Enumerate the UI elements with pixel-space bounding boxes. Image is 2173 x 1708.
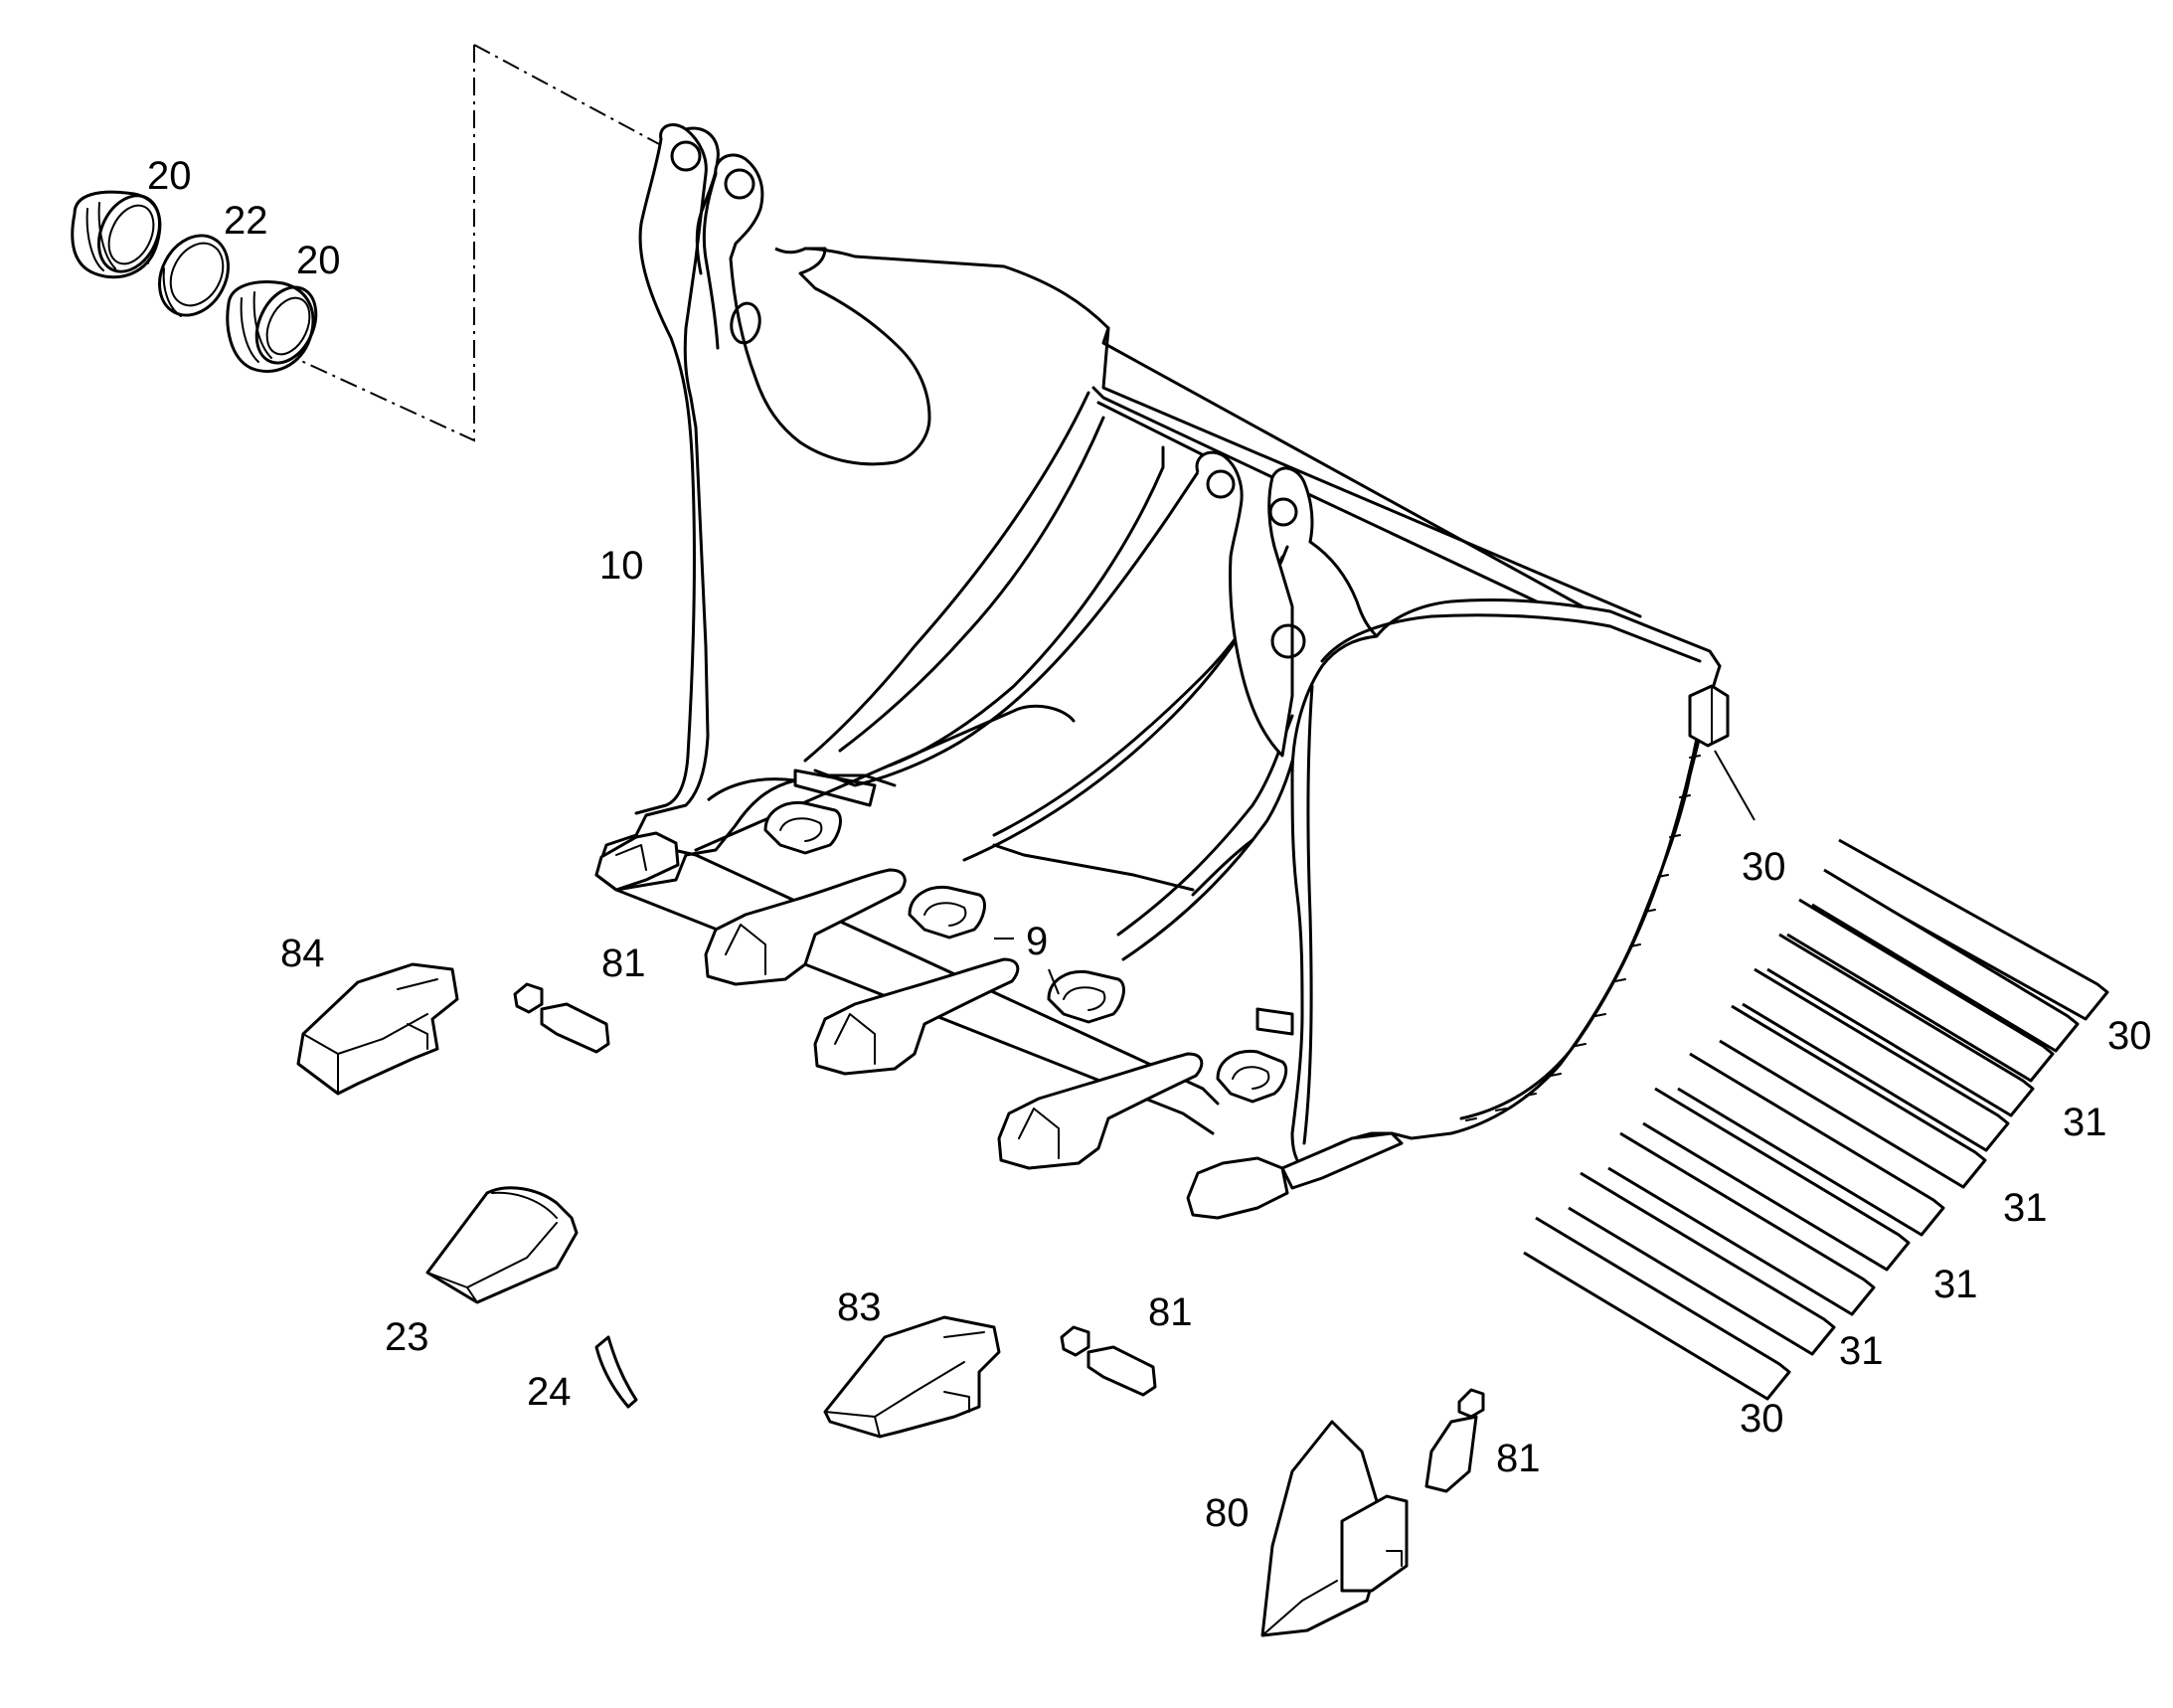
wear-plates bbox=[1523, 838, 2109, 1401]
callout-10: 10 bbox=[599, 544, 644, 588]
bucket bbox=[594, 123, 1730, 1220]
callout-31-d: 31 bbox=[1839, 1329, 1884, 1373]
callout-24: 24 bbox=[527, 1370, 572, 1414]
callout-84: 84 bbox=[280, 932, 325, 975]
callout-31-c: 31 bbox=[1933, 1263, 1978, 1306]
bushing-left bbox=[71, 190, 162, 279]
callout-23: 23 bbox=[385, 1315, 429, 1359]
callout-22: 22 bbox=[224, 199, 268, 243]
tooth-84 bbox=[296, 962, 459, 1096]
pin-81-c bbox=[1424, 1388, 1485, 1493]
adapter-slot-2 bbox=[908, 885, 986, 939]
callout-81-c: 81 bbox=[1496, 1437, 1541, 1480]
callout-20-left: 20 bbox=[147, 154, 192, 198]
adapter-slot-1 bbox=[763, 800, 842, 855]
adapter-slot-3 bbox=[1047, 969, 1125, 1024]
callout-20-right: 20 bbox=[296, 239, 341, 282]
callout-30-right: 30 bbox=[2107, 1014, 2152, 1058]
bushing-right bbox=[226, 280, 318, 373]
callout-81-a: 81 bbox=[601, 941, 646, 985]
callout-83: 83 bbox=[837, 1285, 882, 1329]
pin-81-a bbox=[513, 982, 610, 1054]
tooth-adapter-2 bbox=[813, 957, 1020, 1076]
callout-81-b: 81 bbox=[1148, 1290, 1193, 1334]
tooth-83 bbox=[823, 1315, 1001, 1439]
pin-81-b bbox=[1060, 1325, 1157, 1397]
retainer-24 bbox=[594, 1335, 638, 1409]
callout-80: 80 bbox=[1205, 1491, 1250, 1535]
tooth-adapter-3 bbox=[997, 1052, 1204, 1170]
corner-adapter-80 bbox=[1260, 1420, 1409, 1637]
tooth-adapter-1 bbox=[704, 868, 907, 986]
adapter-slot-4 bbox=[1216, 1049, 1288, 1104]
bushing-set bbox=[71, 190, 318, 373]
tooth-tip-23 bbox=[425, 1186, 579, 1304]
callout-30-bottom: 30 bbox=[1740, 1397, 1784, 1441]
callout-31-a: 31 bbox=[2063, 1101, 2107, 1144]
spacer-ring bbox=[158, 234, 230, 317]
callout-31-b: 31 bbox=[2003, 1186, 2048, 1230]
leader-lines bbox=[994, 750, 1755, 995]
callout-9: 9 bbox=[1026, 920, 1048, 963]
callout-labels: 20 22 20 10 84 81 9 30 30 31 31 31 31 30… bbox=[147, 154, 2152, 1535]
callout-30-top: 30 bbox=[1742, 845, 1786, 889]
